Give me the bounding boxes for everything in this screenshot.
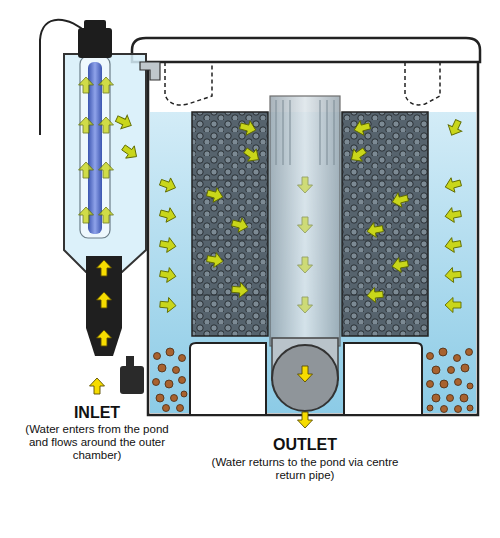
uv-chamber <box>64 54 146 272</box>
floor-divider <box>190 343 266 415</box>
uv-lamp <box>88 62 102 234</box>
inlet-connector <box>86 256 122 356</box>
valve-handle <box>126 356 134 368</box>
flow-arrows <box>79 77 466 428</box>
outlet-title: OUTLET <box>245 436 365 454</box>
drain-valve <box>120 366 144 394</box>
floor-divider <box>344 343 422 415</box>
foam-media <box>342 112 428 336</box>
tank-body <box>148 62 478 415</box>
outlet-note: (Water returns to the pond via centre re… <box>200 456 410 482</box>
chamber-overflow <box>140 62 160 80</box>
filter-lid <box>132 38 480 62</box>
outlet-port <box>272 345 338 411</box>
lid-recess <box>405 62 440 105</box>
pipe-strainer <box>276 100 334 165</box>
inlet-note: (Water enters from the pond and flows ar… <box>22 423 172 463</box>
inlet-title: INLET <box>37 404 157 422</box>
lamp-cap-top <box>84 20 106 30</box>
lid-recess <box>165 62 212 105</box>
lamp-cap <box>78 28 112 58</box>
foam-media <box>192 112 268 336</box>
return-pipe <box>270 96 340 346</box>
